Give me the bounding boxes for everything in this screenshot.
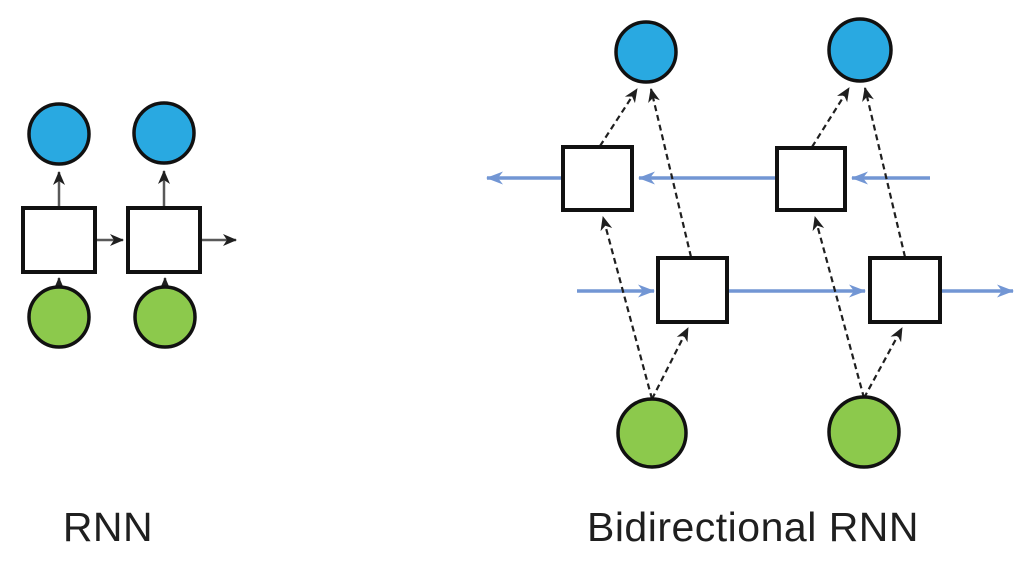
brnn-input-node-1	[616, 397, 688, 469]
rnn-output-node-2	[132, 101, 196, 165]
rnn-input-node-1	[27, 285, 91, 349]
brnn-forward1-to-output1-arrow	[648, 88, 693, 258]
rnn-input-node-2	[133, 285, 197, 349]
brnn-backward-hidden-node-2	[775, 146, 847, 212]
brnn-input1-to-forward1-arrow	[651, 327, 689, 400]
brnn-forward-hidden-node-2	[868, 256, 942, 324]
rnn-diagram: RNN	[21, 101, 237, 550]
rnn-output-node-1	[27, 102, 91, 166]
brnn-output-node-1	[614, 20, 678, 84]
brnn-input-node-2	[827, 395, 901, 469]
brnn-forward-hidden-node-1	[656, 256, 729, 324]
rnn-label: RNN	[63, 504, 153, 550]
bidirectional-rnn-diagram: Bidirectional RNN	[486, 17, 1014, 550]
rnn-hidden-node-1	[21, 206, 97, 274]
brnn-forward2-to-output2-arrow	[862, 87, 907, 258]
brnn-input2-to-forward2-arrow	[863, 327, 903, 399]
brnn-input1-to-backward1-arrow	[600, 216, 654, 400]
bidirectional-rnn-label: Bidirectional RNN	[587, 504, 919, 550]
brnn-input2-to-backward2-arrow	[812, 216, 866, 399]
brnn-backward-hidden-node-1	[561, 145, 634, 212]
brnn-output-node-2	[827, 17, 893, 83]
rnn-hidden-node-2	[126, 206, 202, 274]
brnn-backward2-to-output2-arrow	[811, 87, 850, 148]
brnn-backward1-to-output1-arrow	[599, 88, 638, 147]
